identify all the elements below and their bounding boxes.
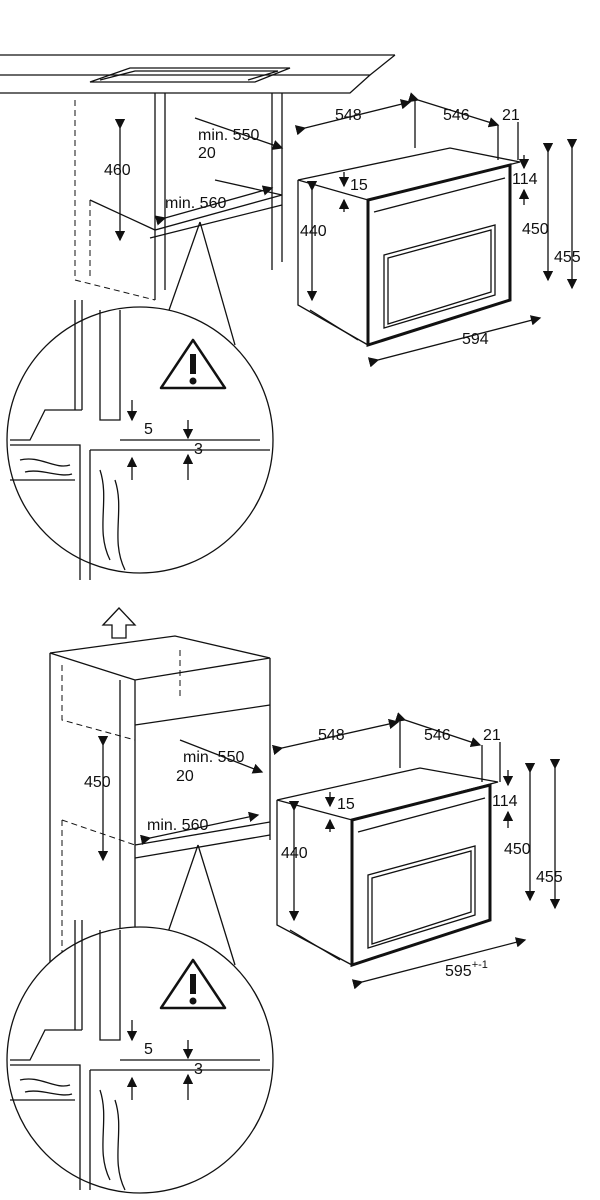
dim-21: 21 [502,107,520,124]
bottom-diagram: 548 546 21 min. 550 20 450 15 114 min. 5… [6,607,563,1194]
dim-595-tolerance: +-1 [472,959,488,971]
dim-546: 546 [443,107,470,124]
dim-546: 546 [424,727,451,744]
dim-min-550: min. 550 [183,749,244,766]
dim-440: 440 [300,223,327,240]
dim-min-550: min. 550 [198,127,259,144]
dim-5: 5 [144,1041,153,1058]
bottom-oven [276,767,499,968]
dim-450: 450 [522,221,549,238]
top-detail-circle: 5 3 [6,221,274,580]
dim-20: 20 [176,768,194,785]
dim-455: 455 [536,869,563,886]
dim-595-value: 595 [445,963,472,980]
dim-450: 450 [84,774,111,791]
dim-3: 3 [194,441,203,458]
worktop [0,54,396,94]
dim-114: 114 [492,793,518,810]
dim-114: 114 [512,171,538,188]
dim-455: 455 [554,249,581,266]
dim-548: 548 [318,727,345,744]
dim-3: 3 [194,1061,203,1078]
dim-460: 460 [104,162,131,179]
top-oven [297,147,521,348]
dim-595: 595+-1 [445,959,488,980]
dim-min-560: min. 560 [147,817,208,834]
top-diagram: 548 546 21 min. 550 20 460 15 114 min. 5… [0,54,581,580]
dim-21: 21 [483,727,501,744]
bottom-dimension-lines [97,712,561,990]
dim-594: 594 [462,331,489,348]
top-dimension-lines [114,92,578,368]
warning-triangle-icon [159,338,227,390]
dim-15: 15 [350,177,368,194]
dim-15: 15 [337,796,355,813]
up-arrow-icon [101,607,137,639]
dim-5: 5 [144,421,153,438]
warning-triangle-icon [159,958,227,1010]
dim-20: 20 [198,145,216,162]
bottom-detail-circle: 5 3 [6,844,274,1194]
dim-450-front: 450 [504,841,531,858]
dim-440: 440 [281,845,308,862]
dim-548: 548 [335,107,362,124]
dim-min-560: min. 560 [165,195,226,212]
